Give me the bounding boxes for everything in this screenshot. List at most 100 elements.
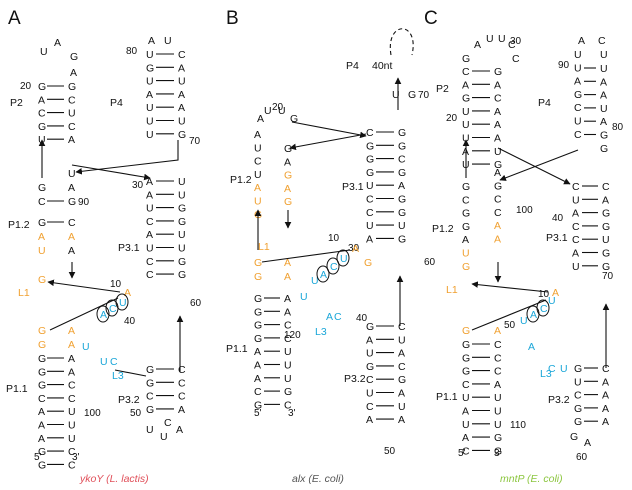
- nucleotide-B-p12_right-1: A: [284, 156, 291, 168]
- nucleotide-B-p32_left-2: U: [366, 348, 374, 360]
- loop-circle-b-3: [336, 249, 350, 267]
- nucleotide-B-p31_right-8: G: [398, 233, 406, 245]
- nucleotide-A-p11_right-6: U: [68, 433, 76, 445]
- number-70-b: 70: [418, 90, 430, 101]
- nucleotide-A-p4_right-2: U: [178, 76, 186, 88]
- nucleotide-B-p31_left-1: G: [366, 140, 374, 152]
- nucleotide-A-p31_right-3: G: [178, 216, 186, 228]
- nucleotide-C-l3-3: U: [548, 295, 556, 307]
- nucleotide-A-p4_loop-1: U: [164, 35, 172, 47]
- nucleotide-C-p11_left-6: U: [462, 419, 470, 431]
- nucleotide-B-p32_left-0: G: [366, 321, 374, 333]
- nucleotide-A-p31_right-7: G: [178, 269, 186, 281]
- nucleotide-A-core-13: G: [38, 325, 46, 337]
- nucleotide-B-p11_right-5: U: [284, 360, 292, 372]
- nucleotide-B-l3-4: U: [300, 291, 308, 303]
- p4-label-a: P4: [110, 97, 123, 109]
- nucleotide-A-core-5: G: [38, 217, 46, 229]
- nucleotide-C-p2_loop-2: U: [486, 33, 494, 45]
- number-50-b: 50: [384, 446, 396, 457]
- nucleotide-C-p31_left-6: U: [572, 261, 580, 273]
- nucleotide-B-l3-6: C: [334, 311, 342, 323]
- nucleotide-B-p12_left-3: U: [254, 169, 262, 181]
- nucleotide-B-l3-2: C: [330, 261, 338, 273]
- nucleotide-B-l3-1: A: [320, 269, 327, 281]
- nucleotide-C-p31_right-4: U: [602, 234, 610, 246]
- nucleotide-A-p4_left-2: U: [146, 76, 154, 88]
- nucleotide-A-p4_right-6: G: [178, 129, 186, 141]
- nucleotide-C-p32_right-1: A: [602, 376, 609, 388]
- nucleotide-C-p12_right-1: G: [494, 180, 502, 192]
- nucleotide-B-p31_right-6: G: [398, 207, 406, 219]
- nucleotide-B-p32_right-4: G: [398, 374, 406, 386]
- nucleotide-B-p12_left-4: A: [254, 182, 261, 194]
- link-c-7: [471, 299, 547, 331]
- nucleotide-B-p31_left-5: C: [366, 194, 374, 206]
- number-50-a: 50: [130, 408, 142, 419]
- nucleotide-A-p31_left-2: U: [146, 203, 154, 215]
- nucleotide-A-p32_left-2: C: [146, 391, 154, 403]
- nucleotide-C-p12_left-3: G: [462, 221, 470, 233]
- nucleotide-B-p11_left-0: G: [254, 293, 262, 305]
- nucleotide-A-p32_loop-2: C: [164, 417, 172, 429]
- number-60-a: 60: [190, 298, 202, 309]
- number-110-c: 110: [510, 420, 526, 431]
- p12-label-b: P1.2: [230, 174, 252, 186]
- nucleotide-C-p4_right-4: A: [600, 116, 607, 128]
- nucleotide-B-p31_right-3: G: [398, 167, 406, 179]
- nucleotide-C-p11_left-2: G: [462, 366, 470, 378]
- nucleotide-B-p31_right-7: U: [398, 220, 406, 232]
- nucleotide-A-p31_right-1: U: [178, 189, 186, 201]
- nucleotide-C-p2_loop-0: G: [462, 53, 470, 65]
- link-a-6: [49, 297, 119, 331]
- nucleotide-C-p2_right-6: U: [494, 146, 502, 158]
- nucleotide-C-p32_left-1: U: [574, 376, 582, 388]
- nucleotide-A-p31_left-0: A: [146, 176, 153, 188]
- link-a-5: [47, 279, 121, 293]
- nucleotide-C-p2_right-1: A: [494, 79, 501, 91]
- five-prime-b: 5': [254, 408, 262, 419]
- nucleotide-A-p31_left-1: A: [146, 189, 153, 201]
- nucleotide-B-p32_right-5: A: [398, 388, 405, 400]
- p32-label-c: P3.2: [548, 394, 570, 406]
- nucleotide-C-p11_right-5: U: [494, 406, 502, 418]
- nucleotide-A-p11_right-4: U: [68, 406, 76, 418]
- l1-label-b: L1: [258, 241, 270, 253]
- nucleotide-C-p11_right-1: C: [494, 352, 502, 364]
- nucleotide-B-top-1: G: [408, 89, 416, 101]
- loop-circle-a-1: [96, 305, 110, 323]
- nucleotide-A-p32_right-2: C: [178, 391, 186, 403]
- nucleotide-B-top_loop-3: G: [290, 113, 298, 125]
- nucleotide-B-p12_left-0: A: [254, 129, 261, 141]
- nucleotide-C-p4_left-5: U: [574, 116, 582, 128]
- nucleotide-C-p31_left-2: A: [572, 208, 579, 220]
- nucleotide-C-p4_left-6: C: [574, 129, 582, 141]
- nucleotide-B-p11_right-0: A: [284, 293, 291, 305]
- nucleotide-A-p31_left-7: C: [146, 269, 154, 281]
- nucleotide-A-p11_left-3: C: [38, 393, 46, 405]
- nucleotide-A-core-12: A: [124, 287, 131, 299]
- nucleotide-C-p32_left-2: C: [574, 390, 582, 402]
- l1-label-a: L1: [18, 287, 30, 299]
- nucleotide-C-p31_right-3: G: [602, 221, 610, 233]
- nucleotide-C-p11_right-0: C: [494, 339, 502, 351]
- nucleotide-C-p12_right-5: A: [494, 234, 501, 246]
- nucleotide-C-p2_loop-1: A: [474, 39, 481, 51]
- nucleotide-C-p11_left-1: G: [462, 352, 470, 364]
- nucleotide-B-l3-3: U: [340, 253, 348, 265]
- panel-b: B P4 40nt 70 20 P1.2 P3.1 L1 10 30 60 40…: [226, 8, 436, 485]
- link-c-1: [497, 147, 571, 185]
- nucleotide-C-p2_right-4: A: [494, 119, 501, 131]
- loop-circle-b-1: [316, 265, 330, 283]
- nucleotide-C-core-2: A: [494, 325, 501, 337]
- nucleotide-A-core-8: A: [68, 231, 75, 243]
- nucleotide-C-p31_right-1: A: [602, 194, 609, 206]
- nucleotide-B-p12_left-5: U: [254, 196, 262, 208]
- nucleotide-A-p2_left-0: G: [38, 81, 46, 93]
- loop-circle-c-2: [536, 299, 550, 317]
- three-prime-c: 3': [494, 448, 502, 459]
- nucleotide-C-p31_left-5: A: [572, 248, 579, 260]
- nucleotide-B-p32_right-7: A: [398, 414, 405, 426]
- number-80-a: 80: [126, 46, 138, 57]
